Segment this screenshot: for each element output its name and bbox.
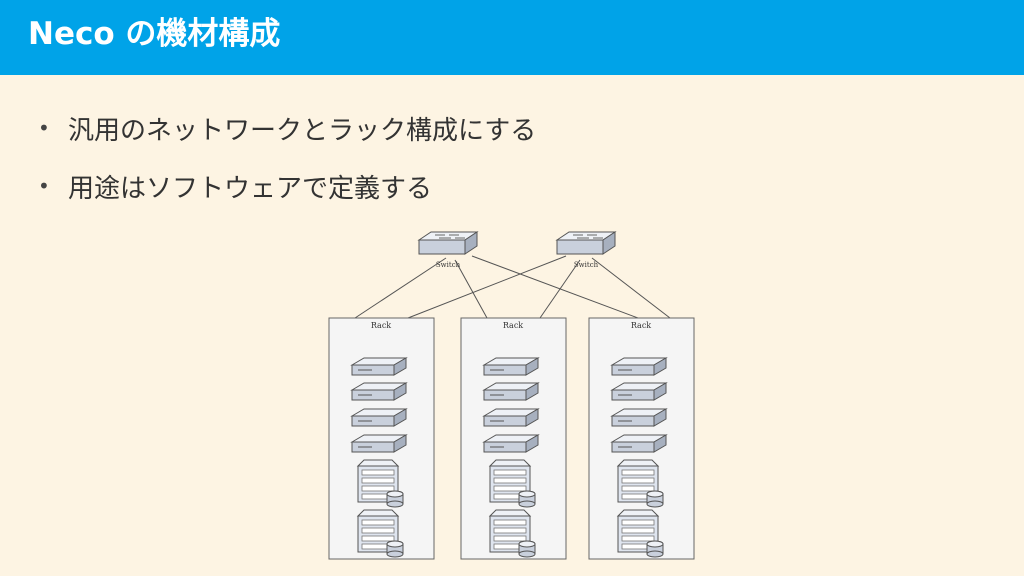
link-line [539, 259, 581, 319]
network-switch-icon [418, 231, 478, 255]
link-line [354, 257, 447, 319]
link-line [407, 255, 567, 319]
network-switch: Switch [556, 231, 616, 269]
bullet-dot-icon: • [38, 116, 50, 140]
header-bar: Neco の機材構成 [0, 0, 1024, 75]
server-icon [611, 357, 667, 376]
switch-label: Switch [574, 261, 599, 269]
server-icon [351, 357, 407, 376]
link-lines [354, 255, 671, 319]
bullet-dot-icon: • [38, 174, 50, 198]
storage-icon [489, 509, 536, 558]
storage-icon [357, 509, 404, 558]
bullet-text: 用途はソフトウェアで定義する [68, 173, 433, 204]
storage-icon [617, 509, 664, 558]
network-switch: Switch [418, 231, 478, 269]
rack-label: Rack [503, 321, 523, 330]
server-icon [351, 382, 407, 401]
bullet-item: • 用途はソフトウェアで定義する [38, 166, 536, 206]
server-icon [483, 382, 539, 401]
server-icon [483, 434, 539, 453]
link-line [454, 259, 488, 319]
server-icon [611, 434, 667, 453]
storage-icon [617, 459, 664, 508]
network-switch-icon [556, 231, 616, 255]
server-icon [351, 408, 407, 427]
server-icon [351, 434, 407, 453]
server-icon [611, 382, 667, 401]
rack: Rack [588, 317, 695, 560]
bullet-item: • 汎用のネットワークとラック構成にする [38, 108, 536, 148]
slide-title: Neco の機材構成 [28, 16, 281, 52]
switch-label: Switch [436, 261, 461, 269]
rack: Rack [328, 317, 435, 560]
rack-label: Rack [631, 321, 651, 330]
rack: Rack [460, 317, 567, 560]
storage-icon [489, 459, 536, 508]
rack-label: Rack [371, 321, 391, 330]
link-line [591, 257, 671, 319]
server-icon [483, 408, 539, 427]
server-icon [483, 357, 539, 376]
server-icon [611, 408, 667, 427]
storage-icon [357, 459, 404, 508]
link-line [471, 255, 639, 319]
bullet-list: • 汎用のネットワークとラック構成にする • 用途はソフトウェアで定義する [38, 108, 536, 224]
bullet-text: 汎用のネットワークとラック構成にする [68, 115, 537, 146]
